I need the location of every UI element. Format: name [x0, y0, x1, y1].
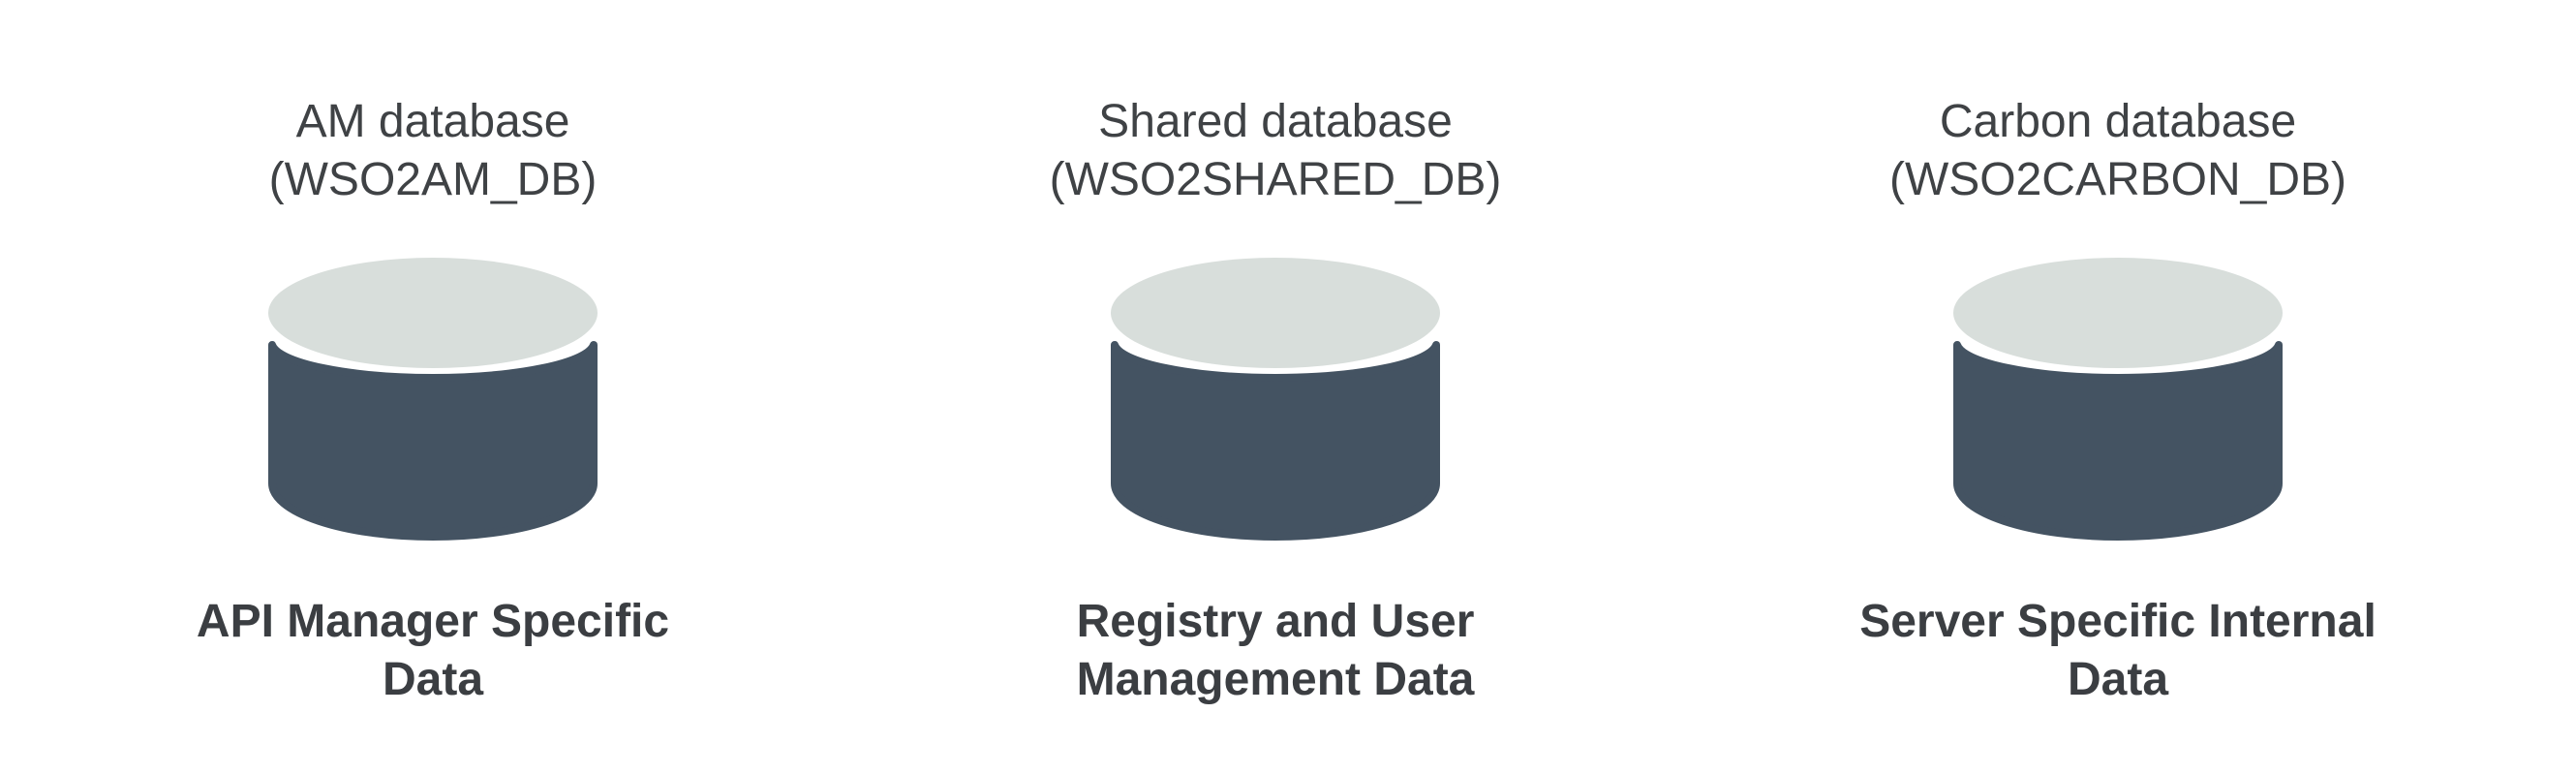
- database-cylinder-icon: [1111, 258, 1440, 548]
- cylinder-body: [268, 341, 598, 541]
- database-icon-svg: [268, 258, 598, 541]
- db-title-line1: Shared database: [1098, 96, 1453, 147]
- db-label-line2: Data: [382, 654, 484, 705]
- db-label-line2: Management Data: [1076, 654, 1475, 705]
- cylinder-body: [1953, 341, 2283, 541]
- db-label: Registry and User Management Data: [1077, 593, 1475, 709]
- database-cylinder-icon: [268, 258, 598, 548]
- db-title: AM database (WSO2AM_DB): [269, 93, 598, 209]
- db-label-line2: Data: [2067, 654, 2169, 705]
- db-column-carbon: Carbon database (WSO2CARBON_DB) Server S…: [1697, 0, 2539, 775]
- db-column-shared: Shared database (WSO2SHARED_DB) Registry…: [854, 0, 1697, 775]
- database-icon-svg: [1953, 258, 2283, 541]
- db-label-line1: Registry and User: [1076, 596, 1475, 647]
- db-label: API Manager Specific Data: [197, 593, 669, 709]
- db-title: Carbon database (WSO2CARBON_DB): [1889, 93, 2346, 209]
- db-title: Shared database (WSO2SHARED_DB): [1050, 93, 1502, 209]
- db-title-line1: AM database: [295, 96, 570, 147]
- db-title-line2: (WSO2CARBON_DB): [1888, 154, 2347, 205]
- cylinder-body: [1111, 341, 1440, 541]
- cylinder-top-ellipse: [268, 258, 598, 368]
- db-title-line2: (WSO2SHARED_DB): [1049, 154, 1502, 205]
- cylinder-top-ellipse: [1111, 258, 1440, 368]
- db-title-line1: Carbon database: [1939, 96, 2297, 147]
- cylinder-top-ellipse: [1953, 258, 2283, 368]
- database-icon-svg: [1111, 258, 1440, 541]
- db-label: Server Specific Internal Data: [1859, 593, 2377, 709]
- db-label-line1: Server Specific Internal: [1859, 596, 2377, 647]
- database-cylinder-icon: [1953, 258, 2283, 548]
- db-title-line2: (WSO2AM_DB): [268, 154, 598, 205]
- db-column-am: AM database (WSO2AM_DB) API Manager Spec…: [12, 0, 854, 775]
- db-label-line1: API Manager Specific: [196, 596, 670, 647]
